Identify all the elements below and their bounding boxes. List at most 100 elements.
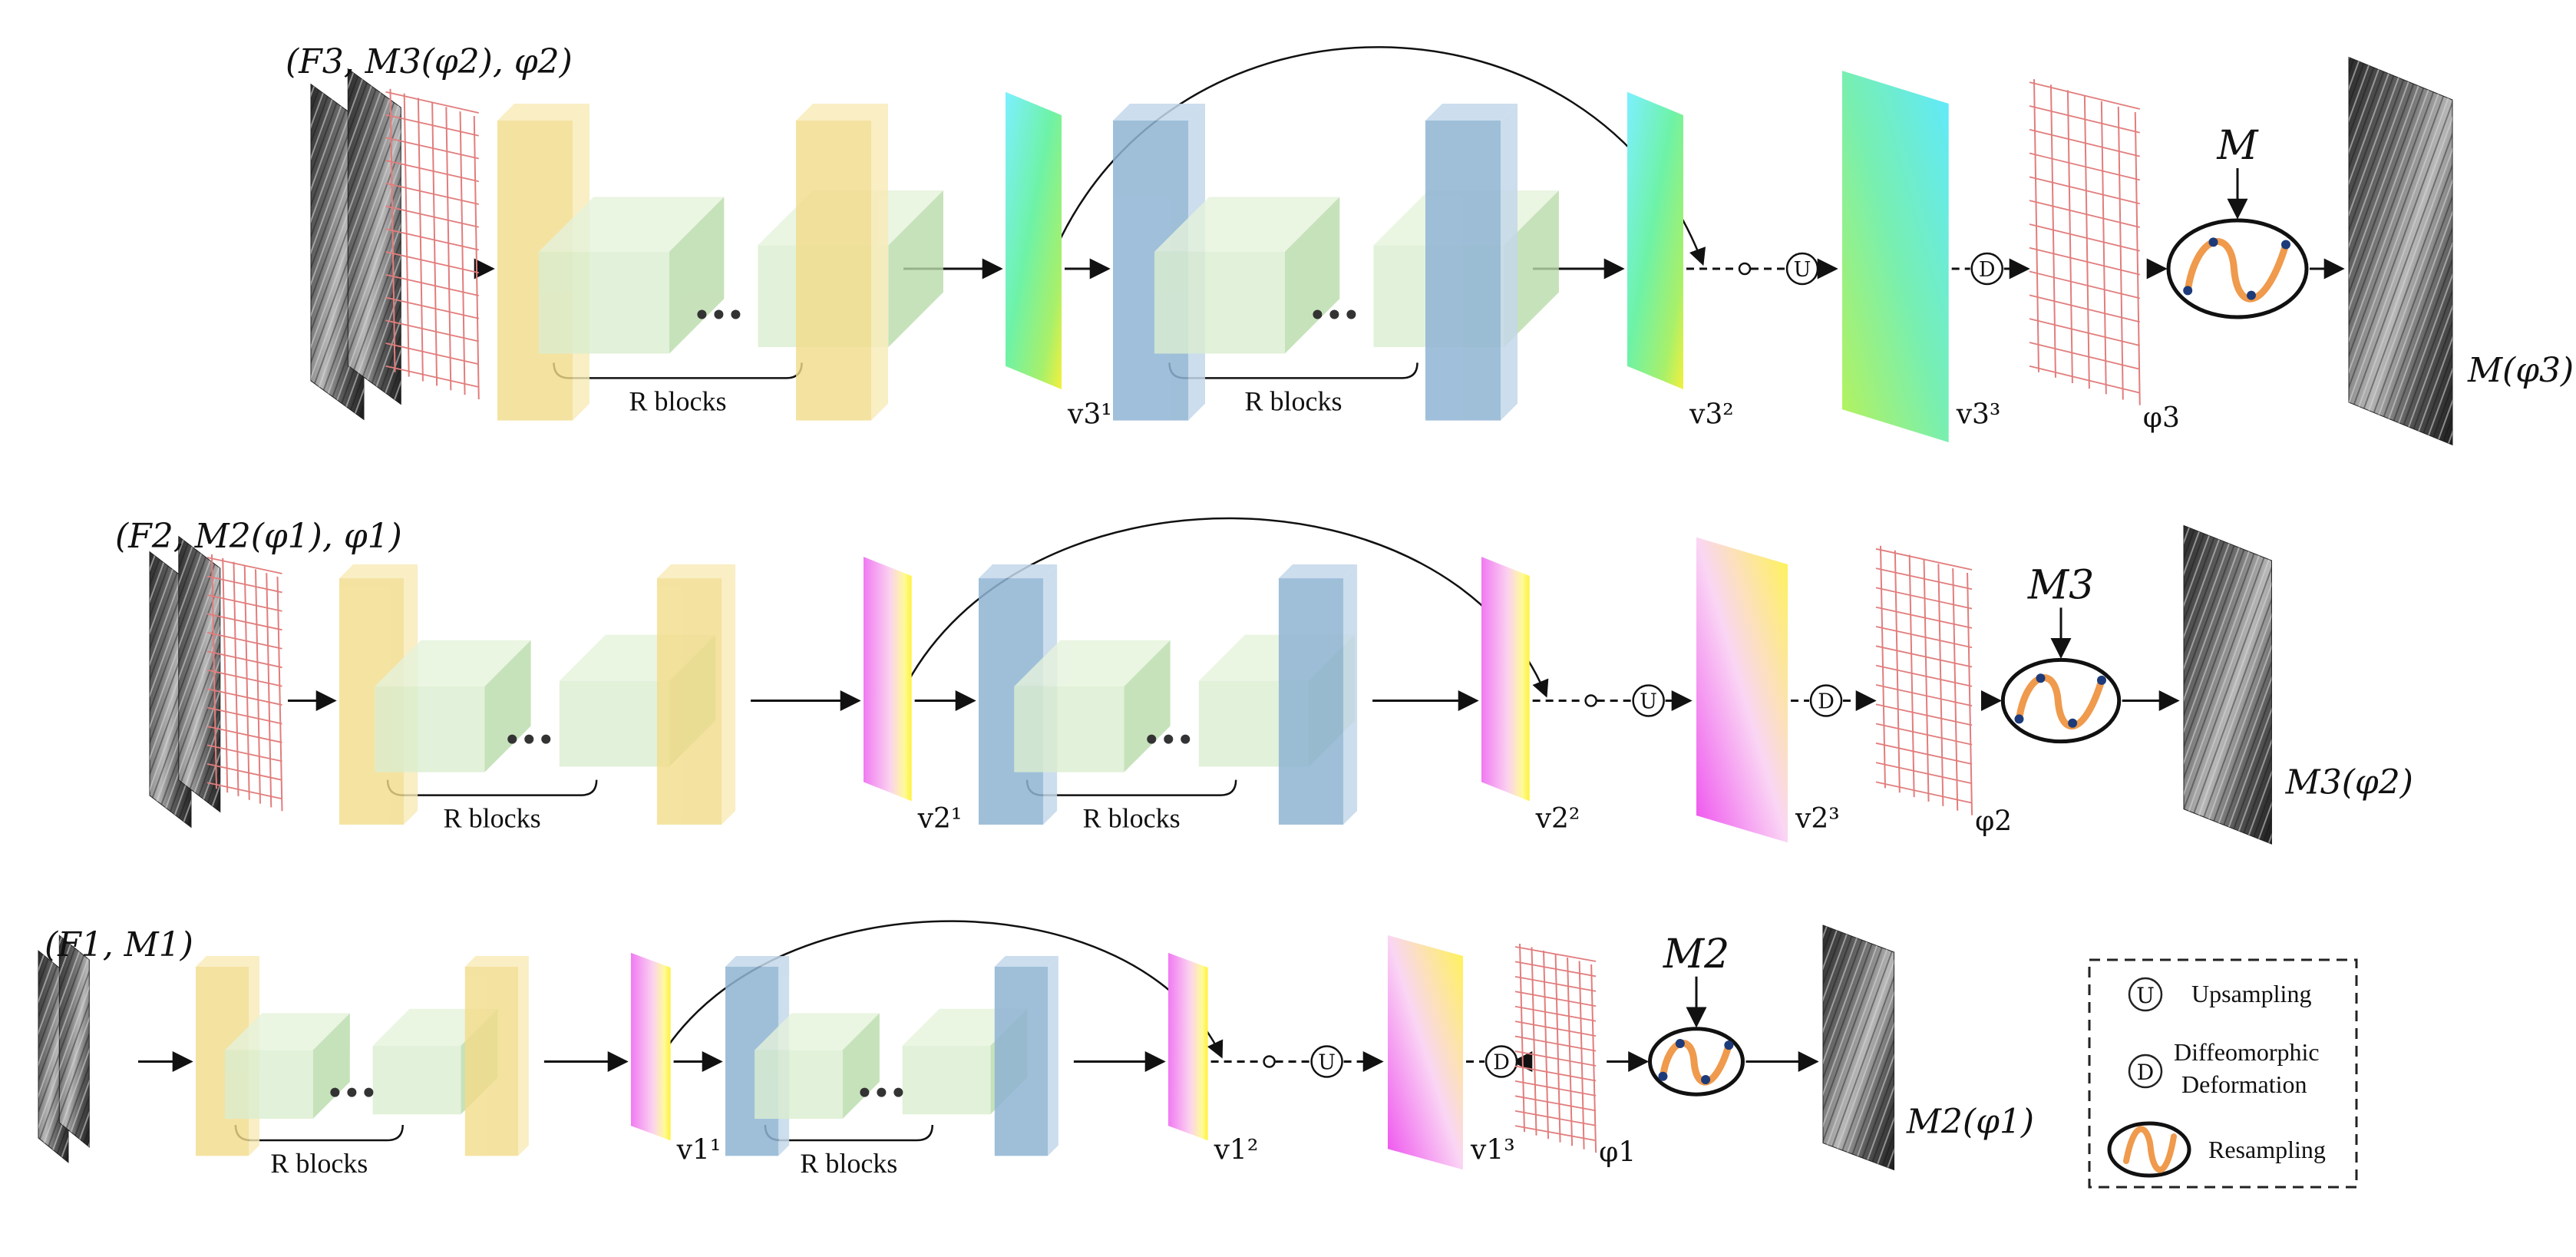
row3-upsample-op-icon xyxy=(1310,1045,1343,1078)
row3-rblocks-brace-1 xyxy=(234,1124,404,1142)
row2-res-dots-2 xyxy=(1164,734,1174,744)
row3-vb-label: v1² xyxy=(1214,1135,1259,1166)
row2-output-image xyxy=(2183,524,2272,845)
row1-upsample-op-icon xyxy=(1785,252,1819,286)
row2-field-vc-face xyxy=(1696,537,1788,843)
row1-phi-grid-v xyxy=(2066,90,2073,384)
row1-input-grid-h xyxy=(385,251,479,274)
row1-phi-grid-h xyxy=(2029,152,2140,181)
legend: U Upsampling D Diffeomorphic Deformation… xyxy=(2088,958,2358,1189)
row1-input-grid-h xyxy=(385,273,479,296)
resampling-legend-curve xyxy=(2123,1126,2177,1173)
row2-output-image-texture xyxy=(2184,525,2272,845)
row3-vc-label: v1³ xyxy=(1470,1135,1515,1166)
row3-res-dots-2 xyxy=(860,1087,870,1097)
row3-output-label: M2(φ1) xyxy=(1906,1102,2034,1141)
upsampling-legend-icon xyxy=(2128,977,2163,1012)
row2-field-vb-face xyxy=(1481,557,1530,802)
row2-phi-grid-v xyxy=(1967,572,1973,815)
row1-phi-grid-v xyxy=(2134,111,2141,405)
upsampling-legend-symbol: U xyxy=(2136,983,2155,1008)
row2-res-cube-2-front xyxy=(559,680,670,767)
row1-res-dots-2 xyxy=(1346,309,1356,319)
row1-field-vb xyxy=(1627,91,1683,389)
row2-output-label: M3(φ2) xyxy=(2285,762,2413,802)
row2-res-dots-1 xyxy=(541,734,551,744)
row1-input-grid-h xyxy=(385,296,479,319)
row1-rblocks-brace-2 xyxy=(1168,362,1418,379)
row1-field-vc xyxy=(1842,71,1949,442)
row1-input-grid xyxy=(385,88,480,400)
row1-phi-grid-h xyxy=(2029,294,2140,323)
row1-phi-grid-h xyxy=(2029,200,2140,228)
row2-input-grid-h xyxy=(206,650,282,669)
row3-res-dots-2 xyxy=(893,1087,903,1097)
row3-res-cube-2-front xyxy=(372,1045,461,1115)
row2-input-grid-h xyxy=(206,613,282,631)
row2-phi-grid-h xyxy=(1875,606,1973,629)
row1-input-grid-h xyxy=(385,205,479,228)
row1-rblocks-label-1: R blocks xyxy=(629,385,726,416)
row3-res-cube-3-top xyxy=(755,1013,880,1050)
row2-phi-grid-h xyxy=(1875,742,1973,765)
row3-decoder-slab-left-top xyxy=(725,956,790,967)
row1-res-cube-1-top xyxy=(538,197,725,252)
row3-decoder-slab-right xyxy=(994,956,1058,1156)
legend-box xyxy=(2088,958,2358,1189)
row2-encoder-slab-right xyxy=(656,564,736,825)
row2-field-va-face xyxy=(864,557,912,802)
row1-input-grid-h xyxy=(385,114,479,137)
row3-va-label: v1¹ xyxy=(676,1135,722,1166)
row2-deform-op-icon xyxy=(1809,684,1843,717)
row2-resampler-control-point xyxy=(2097,675,2106,685)
row1-phi-grid-v xyxy=(2100,101,2107,395)
row3-resampler-control-point xyxy=(1658,1071,1668,1081)
row2-input-grid-h xyxy=(206,688,282,706)
row2-vb-label: v2² xyxy=(1535,803,1580,835)
row2-decoder-slab-right-front xyxy=(1278,578,1343,825)
row3-res-cube-4-front xyxy=(902,1045,991,1115)
row3-phi-grid-h xyxy=(1514,1065,1597,1082)
row2-rblocks-label-1: R blocks xyxy=(444,803,541,834)
row1-deform-op-icon xyxy=(1970,252,2003,286)
row1-phi-grid xyxy=(2029,79,2141,405)
row1-phi-grid-h xyxy=(2029,270,2140,299)
row1-res-cube-1-side xyxy=(669,197,725,354)
row2-res-cube-3-top xyxy=(1014,640,1171,686)
row1-encoder-slab-right-top xyxy=(796,104,888,121)
row1-encoder-slab-left-top xyxy=(497,104,590,121)
deformation-legend-icon xyxy=(2128,1054,2163,1089)
row1-input-label: (F3, M3(φ2), φ2) xyxy=(286,42,573,81)
row1-output-image-texture xyxy=(2349,57,2452,445)
row2-input-grid-h xyxy=(206,762,282,781)
row2-decoder-slab-right xyxy=(1278,564,1358,825)
row2-input-grid-v xyxy=(255,569,261,804)
row1-decoder-slab-left-top xyxy=(1113,104,1205,121)
row3-encoder-slab-right-side xyxy=(518,956,529,1156)
row2-moving-image xyxy=(178,535,221,813)
row1-deform-op-symbol: D xyxy=(1979,258,1996,282)
row1-va-label: v3¹ xyxy=(1067,399,1112,431)
row1-input-grid-h xyxy=(385,91,479,114)
row2-phi-grid-v xyxy=(1937,564,1944,806)
row3-res-cube-3 xyxy=(755,1013,880,1120)
row1-rblocks-label-2: R blocks xyxy=(1244,385,1342,416)
row1-res-cube-2-side xyxy=(888,190,943,347)
row3-res-dots-1 xyxy=(347,1087,357,1097)
row3-phi-grid-h xyxy=(1514,1020,1597,1037)
row1-input-grid-v xyxy=(459,111,466,395)
row2-encoder-slab-left-top xyxy=(339,564,418,579)
diagram-blocks xyxy=(38,56,2453,1171)
row3-phi-grid-h xyxy=(1514,1095,1597,1112)
row3-phi-grid-h xyxy=(1514,991,1597,1007)
row1-phi-grid-h xyxy=(2029,342,2140,370)
row1-input-grid-v xyxy=(431,102,438,386)
row2-input-label: (F2, M2(φ1), φ1) xyxy=(115,517,402,556)
row2-phi-grid-h xyxy=(1875,626,1973,649)
row3-phi-grid-h xyxy=(1514,1110,1597,1126)
row2-moving-image-texture xyxy=(178,536,220,812)
row3-moving-input-label: M2 xyxy=(1663,931,1729,977)
row3-resampler-curve xyxy=(1659,1040,1732,1086)
row1-output-image xyxy=(2348,56,2453,446)
